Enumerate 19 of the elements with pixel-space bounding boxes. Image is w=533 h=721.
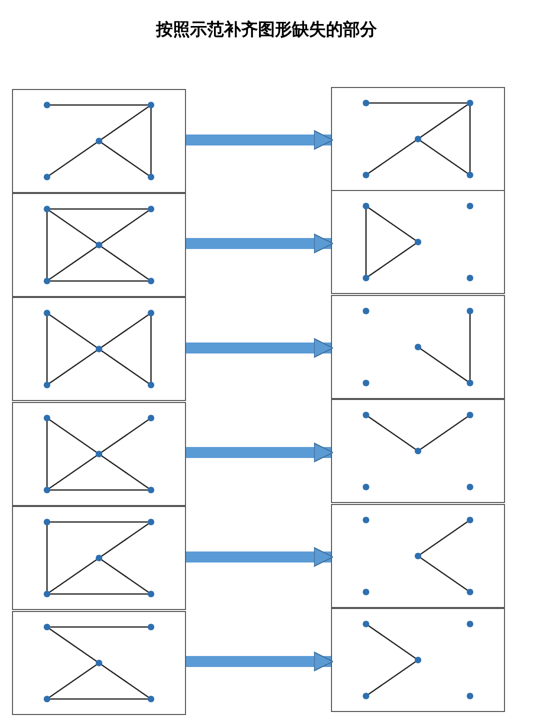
figure-panel	[331, 295, 505, 399]
figure-panel	[331, 190, 505, 294]
figure-panel	[12, 506, 186, 610]
figure-panel	[12, 89, 186, 193]
page-title: 按照示范补齐图形缺失的部分	[154, 19, 378, 41]
figure-panel	[331, 504, 505, 608]
figure-panel	[331, 399, 505, 503]
figure-panel	[331, 87, 505, 191]
figure-panel	[12, 402, 186, 506]
figure-panel	[12, 297, 186, 401]
block-arrow	[186, 652, 334, 672]
block-arrow	[186, 130, 334, 150]
figure-panel	[331, 608, 505, 712]
block-arrow	[186, 547, 334, 567]
block-arrow	[186, 234, 334, 254]
figure-panel	[12, 611, 186, 715]
block-arrow	[186, 442, 334, 462]
figure-panel	[12, 193, 186, 297]
block-arrow	[186, 338, 334, 358]
